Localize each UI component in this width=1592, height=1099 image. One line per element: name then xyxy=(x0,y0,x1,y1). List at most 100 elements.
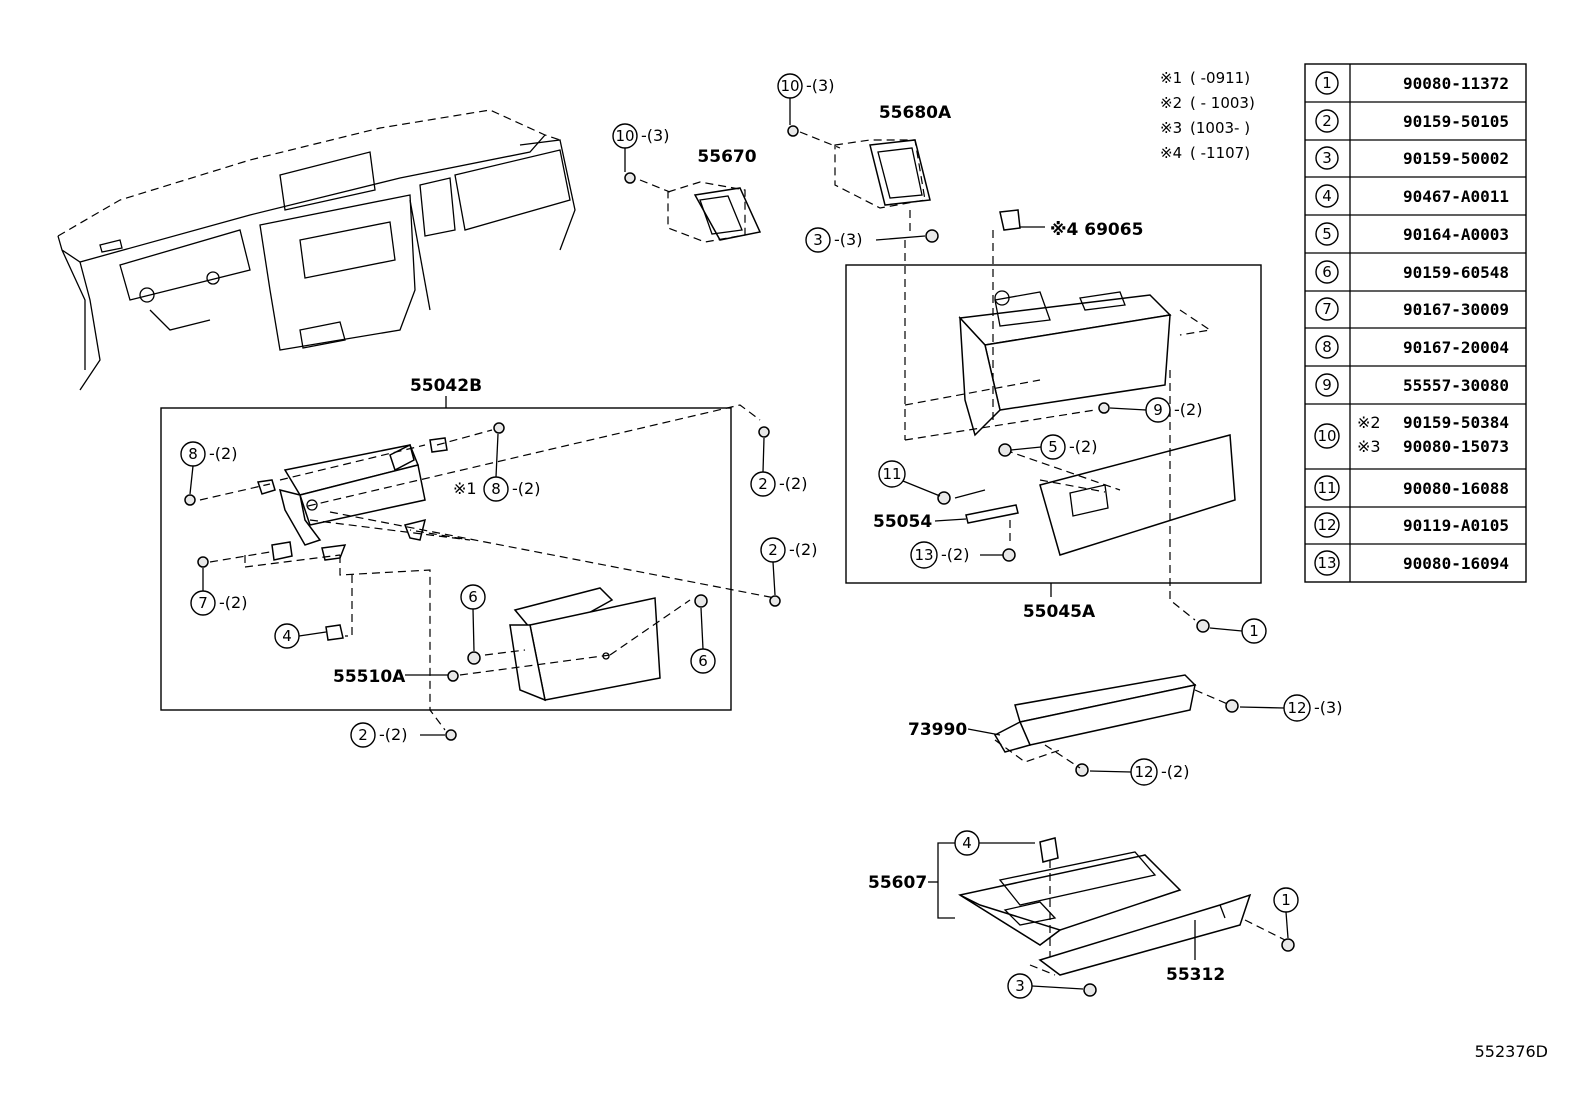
callout-1-upper: 1 xyxy=(1196,618,1267,644)
svg-text:90159-50002: 90159-50002 xyxy=(1403,149,1509,168)
callout-4-left: 4 xyxy=(274,623,327,649)
svg-text:-(2): -(2) xyxy=(209,444,237,463)
svg-text:-(2): -(2) xyxy=(1069,437,1097,456)
panel-illustration-55510A xyxy=(509,587,661,702)
svg-text:-(2): -(2) xyxy=(1174,400,1202,419)
svg-text:8: 8 xyxy=(1322,338,1332,356)
callout-3-lower: 3 xyxy=(1007,973,1084,999)
label-55680A: 55680A xyxy=(879,103,952,123)
svg-text:3: 3 xyxy=(1015,977,1025,995)
svg-text:( -1107): ( -1107) xyxy=(1190,144,1250,162)
svg-text:※1: ※1 xyxy=(1160,69,1182,87)
svg-text:( -0911): ( -0911) xyxy=(1190,69,1250,87)
svg-text:※2: ※2 xyxy=(1357,413,1381,432)
svg-text:-(2): -(2) xyxy=(219,593,247,612)
svg-text:※2: ※2 xyxy=(1160,94,1182,112)
svg-text:4: 4 xyxy=(282,627,292,645)
glove-box-bracket-illustration xyxy=(257,437,448,561)
svg-text:10: 10 xyxy=(1317,427,1336,445)
svg-text:2: 2 xyxy=(358,726,368,744)
callout-6-left: 6 xyxy=(460,584,486,652)
svg-text:5: 5 xyxy=(1048,438,1058,456)
svg-text:6: 6 xyxy=(698,652,708,670)
svg-text:-(2): -(2) xyxy=(941,545,969,564)
vent-illustration-55680A xyxy=(787,125,931,235)
table-row: 12 90119-A0105 xyxy=(1314,512,1509,538)
svg-text:( - 1003): ( - 1003) xyxy=(1190,94,1255,112)
callout-13: 13 -(2) xyxy=(910,541,1003,569)
table-row: 13 90080-16094 xyxy=(1314,550,1509,576)
callout-7: 7 -(2) xyxy=(190,568,247,616)
callout-11: 11 xyxy=(878,460,941,497)
svg-text:12: 12 xyxy=(1317,516,1336,534)
table-row: 2 90159-50105 xyxy=(1315,109,1509,133)
bracket-illustration-73990 xyxy=(993,674,1239,777)
callout-10-left: 10 -(3) xyxy=(612,123,669,172)
svg-text:-(3): -(3) xyxy=(1314,698,1342,717)
svg-text:90164-A0003: 90164-A0003 xyxy=(1403,225,1509,244)
svg-text:-(2): -(2) xyxy=(512,479,540,498)
label-55054: 55054 xyxy=(873,512,932,532)
table-row: 10 ※2 90159-50384 ※3 90080-15073 xyxy=(1314,413,1509,456)
date-range-notes: ※1 ( -0911) ※2 ( - 1003) ※3 (1003- ) ※4 … xyxy=(1160,69,1255,162)
svg-text:55557-30080: 55557-30080 xyxy=(1403,376,1509,395)
svg-text:90167-20004: 90167-20004 xyxy=(1403,338,1509,357)
callout-12-lower: 12 -(2) xyxy=(1089,758,1189,786)
screws-55042B xyxy=(184,422,781,741)
svg-text:6: 6 xyxy=(468,588,478,606)
glove-box-illustration-55045A xyxy=(904,209,1236,621)
svg-text:13: 13 xyxy=(1317,554,1336,572)
table-row: 5 90164-A0003 xyxy=(1315,222,1509,246)
label-55510A: 55510A xyxy=(333,667,406,687)
assembly-box-55045A xyxy=(845,264,1262,584)
table-row: 4 90467-A0011 xyxy=(1315,184,1509,208)
svg-text:4: 4 xyxy=(962,834,972,852)
vent-illustration-55670 xyxy=(624,172,762,243)
svg-text:10: 10 xyxy=(615,127,634,145)
svg-text:90159-50384: 90159-50384 xyxy=(1403,413,1509,432)
svg-text:※3: ※3 xyxy=(1160,119,1182,137)
lower-panel-illustration-55312 xyxy=(1029,893,1295,997)
table-row: 6 90159-60548 xyxy=(1315,260,1509,284)
label-73990: 73990 xyxy=(908,720,967,740)
svg-text:8: 8 xyxy=(188,445,198,463)
callout-4-lower: 4 xyxy=(954,830,980,856)
svg-text:-(2): -(2) xyxy=(789,540,817,559)
svg-text:2: 2 xyxy=(768,541,778,559)
svg-text:90159-60548: 90159-60548 xyxy=(1403,263,1509,282)
callout-12-upper: 12 -(3) xyxy=(1239,694,1342,722)
svg-text:11: 11 xyxy=(1317,479,1336,497)
svg-text:1: 1 xyxy=(1281,891,1291,909)
svg-text:※1: ※1 xyxy=(453,479,477,498)
svg-text:-(2): -(2) xyxy=(379,725,407,744)
svg-text:10: 10 xyxy=(780,77,799,95)
svg-text:6: 6 xyxy=(1322,263,1332,281)
svg-text:13: 13 xyxy=(914,546,933,564)
diagram-id: 552376D xyxy=(1475,1042,1548,1061)
table-row: 1 90080-11372 xyxy=(1315,71,1509,95)
callout-5: 5 -(2) xyxy=(1010,434,1097,460)
svg-text:4: 4 xyxy=(1322,187,1332,205)
callout-2-lower: 2 -(2) xyxy=(350,722,445,748)
svg-text:※4: ※4 xyxy=(1160,144,1182,162)
svg-text:8: 8 xyxy=(491,480,501,498)
dashboard-illustration xyxy=(57,109,576,391)
svg-text:※3: ※3 xyxy=(1357,437,1381,456)
callout-1-lower: 1 xyxy=(1273,887,1299,939)
svg-text:90080-16094: 90080-16094 xyxy=(1403,554,1509,573)
label-55045A: 55045A xyxy=(1023,602,1096,622)
svg-text:1: 1 xyxy=(1249,622,1259,640)
callout-2-upper: 2 -(2) xyxy=(750,437,807,497)
label-55042B: 55042B xyxy=(410,376,482,396)
svg-text:12: 12 xyxy=(1287,699,1306,717)
table-row: 8 90167-20004 xyxy=(1315,335,1509,359)
parts-table: 1 90080-11372 2 90159-50105 3 90159-5000… xyxy=(1304,63,1527,583)
table-row: 9 55557-30080 xyxy=(1315,373,1509,397)
svg-text:90080-11372: 90080-11372 xyxy=(1403,74,1509,93)
svg-text:(1003- ): (1003- ) xyxy=(1190,119,1250,137)
svg-text:3: 3 xyxy=(813,231,823,249)
svg-text:12: 12 xyxy=(1134,763,1153,781)
label-55312: 55312 xyxy=(1166,965,1225,985)
svg-text:90159-50105: 90159-50105 xyxy=(1403,112,1509,131)
